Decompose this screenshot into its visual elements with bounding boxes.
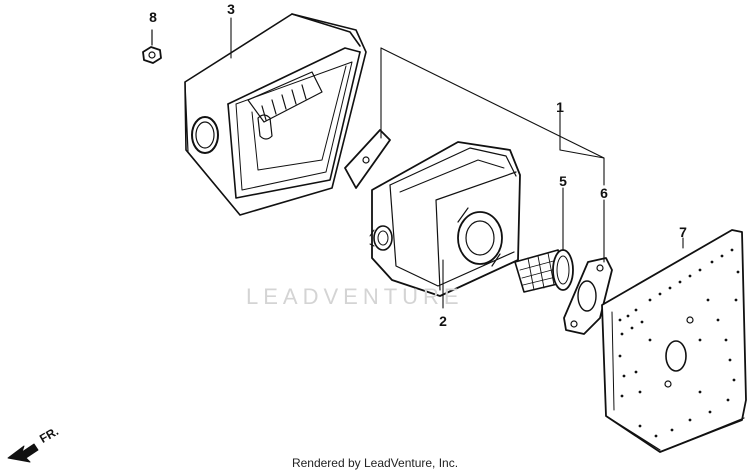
- watermark-text: LEADVENTURE: [246, 284, 464, 309]
- footer-credit: Rendered by LeadVenture, Inc.: [291, 456, 459, 470]
- muffler-protector-drawing: [184, 13, 367, 216]
- callout-1: 1: [556, 99, 564, 115]
- front-direction-arrow: [7, 443, 39, 463]
- protector-gasket-drawing: [344, 129, 391, 189]
- muffler-gasket-drawing: [563, 257, 613, 335]
- callout-3: 3: [227, 1, 235, 17]
- heat-shield-perforations: [618, 248, 740, 438]
- callout-6: 6: [600, 185, 608, 201]
- spark-arrester-drawing: [514, 249, 574, 293]
- flange-nut-drawing: [142, 29, 162, 64]
- heat-shield-drawing: [601, 229, 747, 453]
- callout-2: 2: [439, 313, 447, 329]
- callout-5: 5: [559, 173, 567, 189]
- callout-8: 8: [149, 9, 157, 25]
- leader-lines: [230, 17, 684, 309]
- callout-7: 7: [679, 224, 687, 240]
- muffler-drawing: [369, 141, 521, 297]
